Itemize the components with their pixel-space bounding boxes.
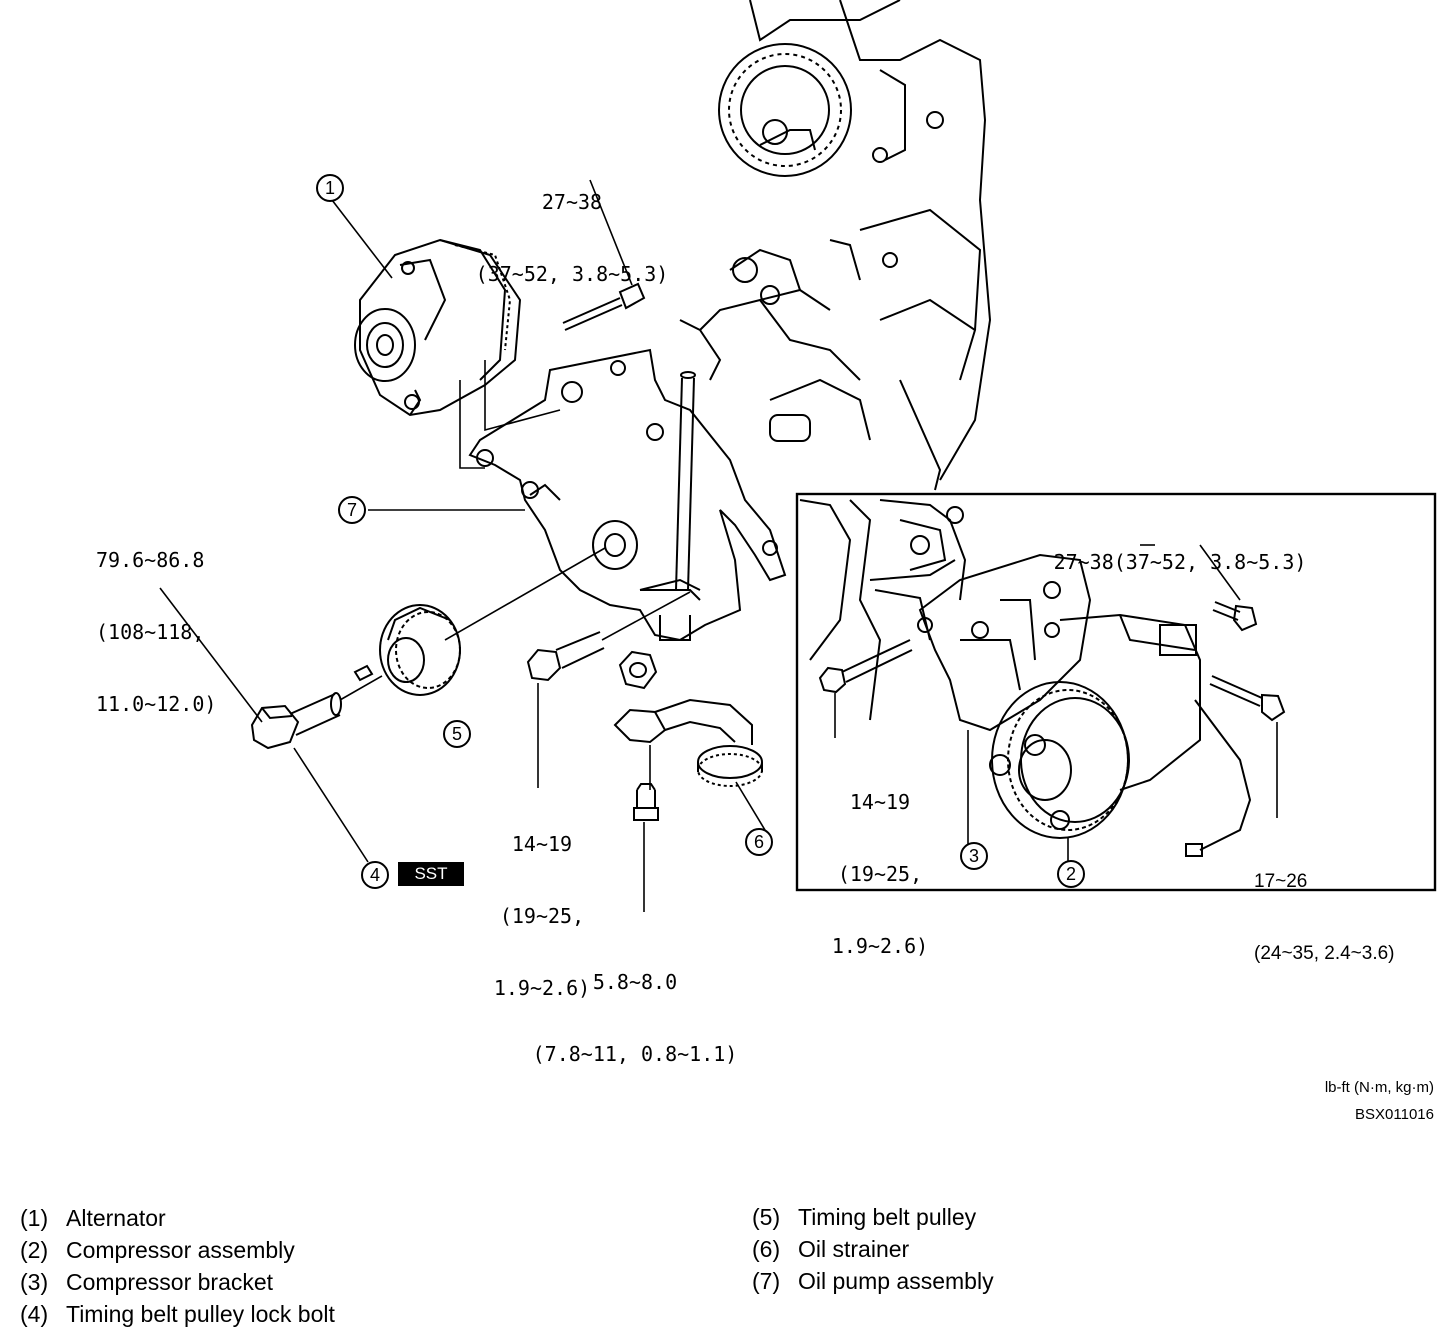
legend-num: (1)	[20, 1205, 49, 1231]
legend-num: (5)	[752, 1204, 781, 1230]
torque-value: 5.8~8.0	[592, 970, 678, 994]
callout-1: 1	[316, 174, 344, 202]
compressor-assembly	[989, 613, 1252, 862]
strainer-gasket	[618, 650, 658, 690]
legend-num: (2)	[20, 1237, 49, 1263]
torque-oil-pump-bolt: 14~19 (19~25, 1.9~2.6)	[482, 784, 602, 1024]
legend-item: (4) Timing belt pulley lock bolt	[20, 1298, 335, 1330]
torque-metric: (19~25,	[499, 904, 585, 928]
legend-label: Timing belt pulley	[798, 1204, 977, 1230]
legend-item: (7) Oil pump assembly	[752, 1265, 994, 1297]
legend-num: (6)	[752, 1236, 781, 1262]
torque-compressor-bracket-bolt: 14~19 (19~25, 1.9~2.6)	[818, 742, 942, 982]
torque-metric: (24~35, 2.4~3.6)	[1254, 943, 1395, 964]
sst-badge: SST	[398, 862, 464, 886]
torque-value: 27~38	[541, 190, 603, 214]
callout-5: 5	[443, 720, 471, 748]
camshaft-sprocket	[718, 43, 852, 177]
torque-pulley-lock-bolt: 79.6~86.8 (108~118, 11.0~12.0)	[96, 500, 216, 740]
callout-6: 6	[745, 828, 773, 856]
leader-line-1	[331, 199, 393, 279]
callout-7: 7	[338, 496, 366, 524]
legend-label: Alternator	[66, 1205, 166, 1231]
legend-num: (7)	[752, 1268, 781, 1294]
oil-pump-bolt	[526, 591, 691, 788]
compressor-bracket-bolt	[818, 639, 913, 738]
compressor-bracket	[917, 553, 1092, 844]
legend-item: (2) Compressor assembly	[20, 1234, 335, 1266]
torque-compressor-lower-bolt: 17~26 (24~35, 2.4~3.6)	[1254, 822, 1395, 990]
oil-pump-assembly	[468, 348, 787, 642]
torque-metric: (19~25,	[837, 862, 923, 886]
torque-metric: (7.8~11, 0.8~1.1)	[532, 1042, 738, 1066]
timing-belt-pulley	[339, 547, 606, 701]
alignment-line	[459, 380, 485, 469]
torque-value: 79.6~86.8	[96, 548, 205, 572]
compressor-upper-bolt	[1140, 544, 1258, 632]
oil-strainer	[613, 698, 766, 831]
legend-left: (1) Alternator (2) Compressor assembly (3)…	[20, 1202, 335, 1330]
callout-2: 2	[1057, 860, 1085, 888]
torque-alternator-bolt: 27~38 (37~52, 3.8~5.3)	[462, 142, 682, 310]
torque-metric: (37~52, 3.8~5.3)	[475, 262, 669, 286]
legend-item: (1) Alternator	[20, 1202, 335, 1234]
alignment-line	[484, 360, 561, 432]
legend-item: (6) Oil strainer	[752, 1233, 994, 1265]
torque-metric: 1.9~2.6)	[493, 976, 591, 1000]
torque-compressor-upper-bolt: 27~38(37~52, 3.8~5.3)	[1030, 502, 1330, 598]
units-label: lb-ft (N·m, kg·m)	[1324, 1079, 1434, 1096]
legend-item: (5) Timing belt pulley	[752, 1201, 994, 1233]
legend-num: (4)	[20, 1301, 49, 1327]
torque-value: 14~19	[511, 832, 573, 856]
compressor-lower-bolt	[1209, 675, 1286, 818]
pulley-lock-bolt	[159, 587, 369, 863]
torque-value: 17~26	[1254, 871, 1308, 892]
legend-label: Compressor bracket	[66, 1269, 274, 1295]
figure-code: BSX011016	[1355, 1106, 1434, 1123]
legend-label: Oil strainer	[798, 1236, 910, 1262]
legend-label: Timing belt pulley lock bolt	[66, 1301, 335, 1327]
torque-strainer-bolt: 5.8~8.0 (7.8~11, 0.8~1.1)	[520, 922, 750, 1090]
torque-metric: 1.9~2.6)	[831, 934, 929, 958]
alternator-bolt	[562, 179, 646, 331]
strainer-bolt	[633, 783, 659, 912]
legend-label: Compressor assembly	[66, 1237, 295, 1263]
torque-metric: (108~118,	[96, 620, 205, 644]
torque-value: 14~19	[849, 790, 911, 814]
alternator	[354, 238, 522, 417]
callout-3: 3	[960, 842, 988, 870]
inset-engine-detail	[799, 499, 967, 721]
compressor-inset-frame	[795, 492, 1437, 892]
legend-num: (3)	[20, 1269, 49, 1295]
units-note: lb-ft (N·m, kg·m) BSX011016	[1325, 1074, 1434, 1128]
torque-value: 27~38(37~52, 3.8~5.3)	[1053, 550, 1307, 574]
callout-4: 4	[361, 861, 389, 889]
legend-item: (3) Compressor bracket	[20, 1266, 335, 1298]
legend-right: (5) Timing belt pulley (6) Oil strainer (7…	[752, 1201, 994, 1297]
engine-block	[679, 0, 992, 491]
torque-metric: 11.0~12.0)	[96, 692, 217, 716]
legend-label: Oil pump assembly	[798, 1268, 994, 1294]
